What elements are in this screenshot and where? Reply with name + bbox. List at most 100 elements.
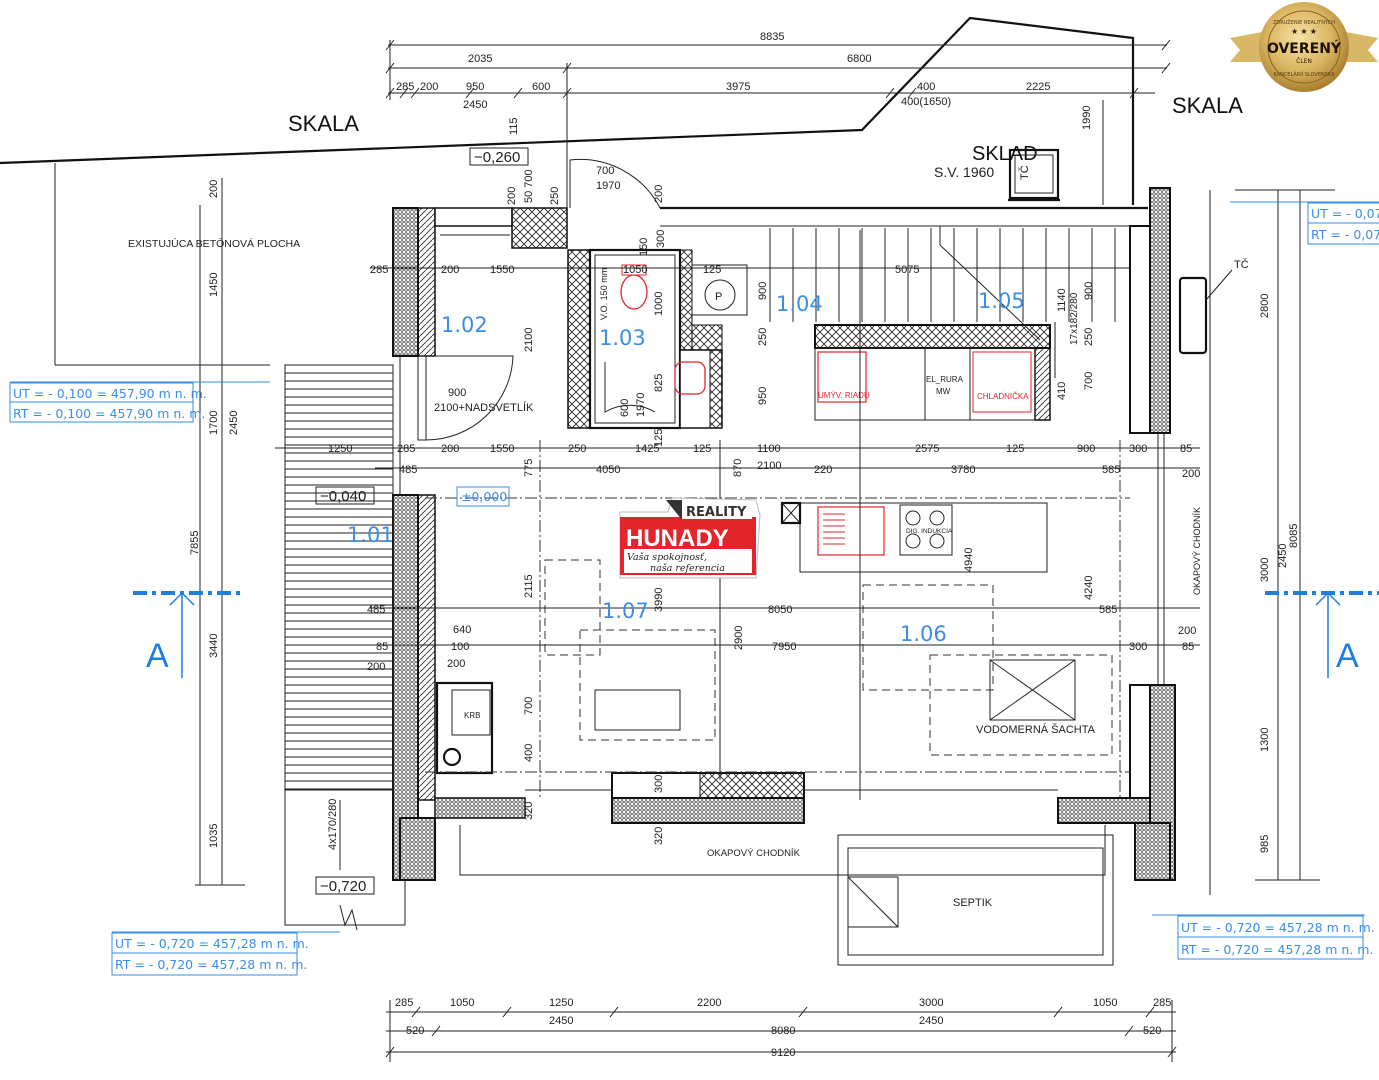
- doors: [425, 158, 661, 441]
- room-number: 1.01: [347, 523, 394, 547]
- dim-text: 6800: [847, 53, 871, 65]
- dim-text: 200: [420, 81, 438, 93]
- bottom-dimension-lines: [385, 1000, 1177, 1062]
- section-label: A: [146, 637, 169, 675]
- dim-text: 8835: [760, 31, 784, 43]
- elevation-box-right-top: UT = - 0,070 RT = - 0,070: [1230, 201, 1379, 245]
- section-label: A: [1336, 637, 1359, 675]
- elevation-ut: UT = - 0,720 = 457,28 m n. m.: [1181, 920, 1375, 935]
- dim-text: 115: [508, 117, 520, 135]
- dim-text: 200: [208, 180, 220, 198]
- dim-text: 2100: [523, 328, 535, 352]
- level-box: [315, 486, 375, 505]
- dim-text: 4940: [963, 548, 975, 572]
- dim-text: 400: [917, 81, 935, 93]
- dim-text: 700: [1083, 372, 1095, 390]
- elevation-ut: UT = - 0,720 = 457,28 m n. m.: [115, 936, 309, 951]
- dim-text: 2450: [1277, 544, 1289, 568]
- level-floor: ±0,000: [461, 489, 507, 504]
- oven-label: EL_RURA: [926, 375, 964, 384]
- level-box: [456, 486, 510, 507]
- dim-text: 250: [549, 187, 561, 205]
- dim-text: 200: [367, 661, 385, 673]
- dim-text: 600: [619, 399, 631, 417]
- badge-text: ČLEN: [1296, 58, 1312, 65]
- dim-text: 125: [703, 264, 721, 276]
- kitchen-island: [799, 502, 1048, 573]
- dim-text: 900: [1077, 443, 1095, 455]
- heat-pump-right: [1178, 276, 1208, 355]
- drip-path-bottom-label: OKAPOVÝ CHODNÍK: [707, 848, 801, 859]
- dim-text: 1050: [450, 997, 474, 1009]
- dim-text: 1050: [623, 264, 647, 276]
- badge-text: OVERENÝ: [1267, 39, 1342, 57]
- dim-text: 9120: [771, 1047, 795, 1059]
- fireplace-label: KRB: [464, 711, 480, 720]
- dim-text: 950: [757, 387, 769, 405]
- logo-text: REALITY: [686, 505, 747, 520]
- dim-text: 1970: [596, 180, 620, 192]
- dim-text: 7855: [189, 531, 201, 555]
- dim-text: 300: [1129, 443, 1147, 455]
- stars-icon: ★ ★ ★: [1291, 27, 1317, 36]
- dim-text: 50 700: [523, 169, 535, 203]
- storage-height: S.V. 1960: [934, 164, 994, 180]
- dim-text: 250: [568, 443, 586, 455]
- elevation-rt: RT = - 0,720 = 457,28 m n. m.: [115, 957, 307, 972]
- dim-text: 2450: [463, 99, 487, 111]
- dim-text: 775: [523, 459, 535, 477]
- dim-text: 285: [396, 81, 414, 93]
- dim-text: 640: [453, 624, 471, 636]
- microwave-label: MW: [936, 387, 951, 396]
- pantry-mark: P: [715, 291, 722, 303]
- sink-unit: [817, 351, 867, 403]
- dim-text: 2575: [915, 443, 939, 455]
- dim-text: 285: [395, 997, 413, 1009]
- dim-text: 1990: [1081, 106, 1093, 130]
- door-width-label: 900: [448, 387, 466, 399]
- pantry-circle-icon: [704, 279, 736, 311]
- dim-text: 3975: [726, 81, 750, 93]
- dim-text: 485: [399, 464, 417, 476]
- stairs-right-label: 17x182/280: [1069, 292, 1080, 345]
- dim-text: 85: [1182, 641, 1194, 653]
- elevation-rt: RT = - 0,070: [1311, 227, 1379, 242]
- dim-text: 320: [523, 802, 535, 820]
- dim-text: 300: [655, 230, 667, 248]
- elevation-box-bottom-right: UT = - 0,720 = 457,28 m n. m. RT = - 0,7…: [1152, 914, 1375, 960]
- dim-text: 125: [693, 443, 711, 455]
- dim-text: 2450: [228, 411, 240, 435]
- dim-text: 4240: [1083, 576, 1095, 600]
- dim-text: 700: [523, 697, 535, 715]
- room-number: 1.03: [599, 326, 646, 350]
- section-marker-left: A: [133, 591, 245, 678]
- dim-text: 200: [506, 187, 518, 205]
- interior-dimension-lines: [195, 100, 1335, 886]
- fireplace: [435, 681, 494, 775]
- logo-text: Vaša spokojnosť,: [627, 552, 707, 563]
- room-number: 1.06: [900, 622, 947, 646]
- room-number: 1.05: [978, 289, 1025, 313]
- dim-text: 825: [653, 374, 665, 392]
- dim-text: 3000: [1259, 558, 1271, 582]
- dim-text: 2450: [919, 1015, 943, 1027]
- dim-text: 285: [397, 443, 415, 455]
- sink-unit-label: UMÝV. RIADU: [818, 391, 870, 400]
- dim-text: 200: [653, 185, 665, 203]
- walls: [392, 187, 1176, 881]
- break-line-icon: [339, 904, 358, 931]
- dim-text: 1550: [490, 443, 514, 455]
- dim-text: 985: [1259, 835, 1271, 853]
- dim-text: 200: [441, 443, 459, 455]
- dim-text: 1250: [549, 997, 573, 1009]
- dim-text: 3780: [951, 464, 975, 476]
- shaft-cross-icon: [989, 659, 1076, 721]
- elevation-rt: RT = - 0,100 = 457,90 m n. m.: [13, 406, 205, 421]
- level-exterior: −0,720: [320, 878, 366, 895]
- dim-text: 1425: [635, 443, 659, 455]
- elevation-rt: RT = - 0,720 = 457,28 m n. m.: [1181, 942, 1373, 957]
- dim-text: 3000: [919, 997, 943, 1009]
- dim-text: 900: [1083, 282, 1095, 300]
- column-marker: [780, 501, 802, 525]
